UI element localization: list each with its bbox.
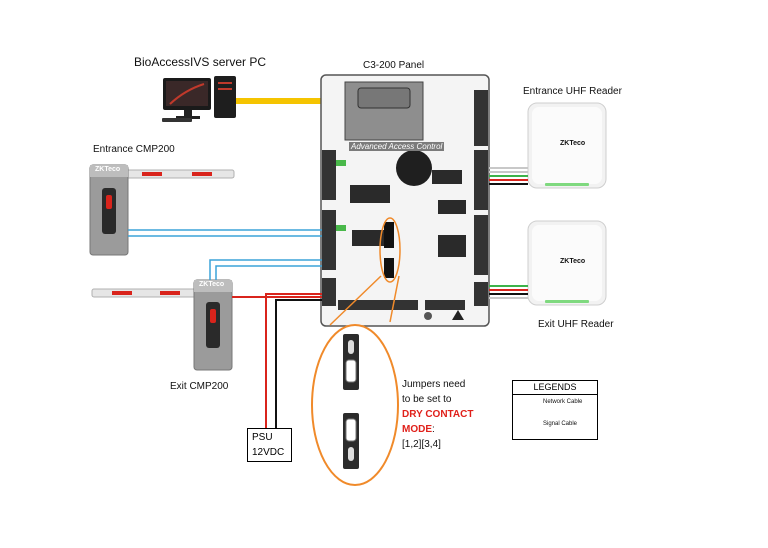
note-line-1: Jumpers need [402, 379, 466, 390]
jumper-callout [311, 324, 399, 486]
legend-box: LEGENDS Network Cable Signal Cable [512, 380, 598, 440]
network-cable [236, 98, 322, 104]
callout-line-right [389, 275, 400, 323]
note-value: [1,2][3,4] [402, 439, 441, 450]
entrance-reader-brand: ZKTeco [560, 140, 586, 147]
entrance-cmp200-barrier [89, 164, 235, 256]
entrance-barrier-brand: ZKTeco [95, 166, 121, 173]
exit-cmp200-barrier [91, 279, 233, 371]
psu-box: PSU 12VDC [247, 428, 292, 462]
legend-signal-label: Signal Cable [543, 421, 578, 427]
entrance-barrier-label: Entrance CMP200 [93, 144, 175, 155]
entrance-reader-label: Entrance UHF Reader [523, 86, 622, 97]
note-highlight-1: DRY CONTACT [402, 409, 474, 420]
exit-reader-cables [489, 285, 528, 299]
panel-label: C3-200 Panel [363, 60, 425, 71]
c3-200-panel [320, 74, 490, 327]
callout-line-left [329, 275, 382, 326]
note-colon: : [432, 424, 435, 435]
server-pc-label: BioAccessIVS server PC [134, 55, 267, 69]
exit-reader-brand: ZKTeco [560, 258, 586, 265]
panel-inner-label: Advanced Access Control [349, 142, 445, 151]
entrance-reader-cables [489, 167, 528, 185]
entrance-signal-cables [128, 229, 322, 237]
jumper-2 [343, 413, 359, 469]
exit-barrier-brand: ZKTeco [199, 281, 225, 288]
entrance-uhf-reader [527, 102, 607, 189]
exit-reader-label: Exit UHF Reader [538, 319, 614, 330]
note-highlight-2: MODE [402, 424, 432, 435]
legend-title: LEGENDS [513, 381, 597, 395]
jumper-highlight [379, 217, 401, 283]
legend-network-label: Network Cable [543, 399, 583, 405]
psu-line-2: 12VDC [252, 447, 285, 458]
psu-line-1: PSU [252, 432, 273, 443]
exit-signal-cables [209, 259, 322, 280]
exit-uhf-reader [527, 220, 607, 306]
server-pc-icon [162, 76, 236, 122]
jumper-note: Jumpers need to be set to DRY CONTACT MO… [402, 377, 473, 452]
power-cables [232, 293, 322, 428]
note-line-2: to be set to [402, 394, 452, 405]
jumper-1 [343, 334, 359, 390]
exit-barrier-label: Exit CMP200 [170, 381, 229, 392]
